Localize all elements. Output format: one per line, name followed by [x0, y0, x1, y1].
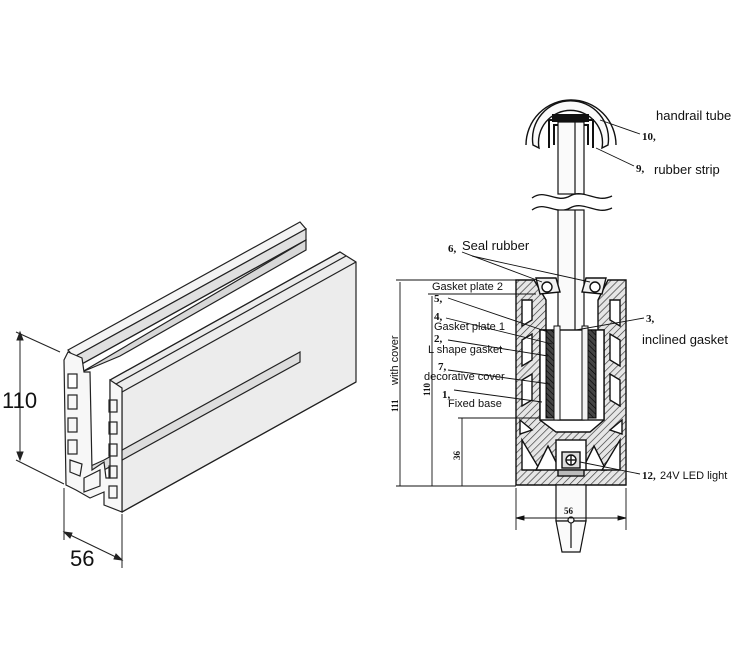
- height-dimension: [15, 330, 65, 485]
- handrail-tube: [525, 99, 617, 150]
- callout-1-text: Fixed base: [448, 398, 502, 410]
- dim-36: 36: [452, 451, 462, 461]
- callout-12-num: 12,: [642, 470, 656, 482]
- callout-9-num: 9,: [636, 163, 645, 175]
- dim-111: 111: [390, 399, 400, 412]
- callout-10-num: 10,: [642, 131, 656, 143]
- glass-panel-upper: [557, 121, 585, 195]
- section-dimensions: [396, 279, 627, 530]
- callout-3-num: 3,: [646, 313, 655, 325]
- callout-3-text: inclined gasket: [642, 332, 728, 347]
- callout-2-text: L shape gasket: [428, 344, 502, 356]
- callout-4-num: 4,: [434, 311, 443, 323]
- callout-7-text: decorative cover: [424, 371, 505, 383]
- callout-6-text: Seal rubber: [462, 238, 530, 253]
- leader-lines: [445, 119, 645, 475]
- callout-5-num: 5,: [434, 293, 443, 305]
- dim-with-cover: with cover: [389, 335, 401, 386]
- callout-7-num: 7,: [438, 361, 447, 373]
- callout-2-num: 2,: [434, 333, 443, 345]
- callout-12-text: 24V LED light: [660, 470, 727, 482]
- callout-1-num: 1,: [442, 389, 451, 401]
- callout-4-text: Gasket plate 1: [434, 321, 505, 333]
- profile-3d-view: [63, 221, 357, 513]
- dim-56: 56: [564, 506, 574, 516]
- anchor-bolt: [555, 484, 587, 553]
- break-line: [531, 193, 613, 211]
- callout-9-text: rubber strip: [654, 162, 720, 177]
- gasket-plates: [553, 325, 589, 421]
- height-dim-label: 110: [2, 388, 37, 413]
- cross-section-view: 111 with cover 110 36 56 10, handrail tu…: [389, 99, 731, 553]
- callout-10-text: handrail tube: [656, 108, 731, 123]
- width-dimension: [62, 488, 124, 568]
- callout-5-text: Gasket plate 2: [432, 281, 503, 293]
- callout-6-num: 6,: [448, 243, 457, 255]
- dim-110: 110: [422, 382, 432, 396]
- width-dim-label: 56: [70, 546, 94, 571]
